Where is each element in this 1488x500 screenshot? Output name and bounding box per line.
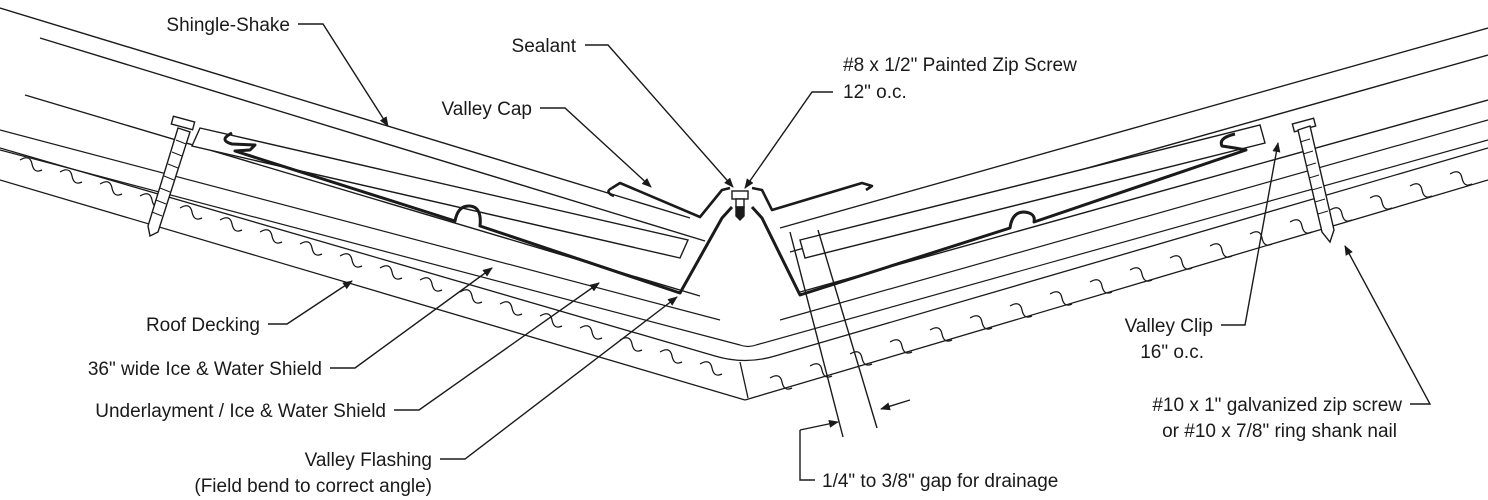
leader-ice-water-shield [330,267,493,369]
shingle-line-right-top [779,27,1488,229]
underlayment-right-1 [779,119,1488,321]
label-valley-flashing-line1: Valley Flashing [305,450,432,471]
leader-roof-decking [268,280,353,325]
leader-zip-screw [744,91,833,189]
zip-screw-washer [735,198,745,208]
gap-extension-right [817,229,878,429]
drainage-gap-dimension [789,229,911,481]
shingle-line-right-3 [799,99,1488,293]
leader-galv-screw [1344,245,1432,405]
label-valley-cap: Valley Cap [442,99,532,120]
label-ice-water-shield: 36" wide Ice & Water Shield [88,359,322,380]
center-zip-screw [731,190,749,221]
label-valley-flashing-line2: (Field bend to correct angle) [194,476,432,497]
shake-panel-left [191,127,689,259]
decking-seam [739,361,749,399]
valley-flashing-left [223,131,734,295]
valley-cap-left [611,181,731,219]
callout-labels: Shingle-Shake Sealant #8 x 1/2" Painted … [88,15,1402,497]
decking-top-left [0,147,1488,362]
label-galv-screw-line2: or #10 x 7/8" ring shank nail [1162,421,1397,442]
nail-left [147,115,196,238]
gap-leader [799,430,815,481]
label-gap-drainage: 1/4" to 3/8" gap for drainage [822,471,1058,492]
zip-screw-shank [735,206,745,221]
valley-flashing [223,131,1248,297]
underlayment-right-2 [755,139,1488,346]
shingle-shake-layers [0,7,1488,297]
decking-waves-right [769,171,1473,390]
valley-cap-right [751,181,874,212]
label-valley-clip-line1: Valley Clip [1125,316,1213,337]
valley-cap [607,181,874,219]
decking-waves-left [19,157,723,376]
label-zip-screw-line2: 12" o.c. [843,82,907,103]
valley-flashing-right [750,132,1248,297]
label-zip-screw-line1: #8 x 1/2" Painted Zip Screw [843,55,1077,76]
decking-bottom-left [0,179,746,401]
gap-arrow-left [799,419,839,431]
label-galv-screw-line1: #10 x 1" galvanized zip screw [1152,395,1402,416]
leader-sealant [585,44,734,188]
underlayment-left-2 [0,149,757,348]
underlayment-left-1 [0,129,721,321]
leader-valley-flashing [440,296,678,460]
gap-arrow-right [880,399,911,411]
leader-underlayment [394,282,600,411]
label-underlayment: Underlayment / Ice & Water Shield [95,401,386,422]
zip-screw-head [731,190,749,200]
gap-extension-left [789,231,844,438]
nail-right [1291,117,1335,244]
decking-bottom-right [744,179,1488,401]
leader-valley-clip [1221,142,1281,326]
leader-shingle-shake [298,23,389,127]
shingle-line-left-top [0,7,691,219]
leader-valley-cap [540,107,652,188]
valley-cap-left-hem [607,186,615,198]
label-valley-clip-line2: 16" o.c. [1140,342,1204,363]
leader-lines [268,23,1432,460]
roof-decking [0,147,1488,401]
shake-panel-right [799,124,1266,259]
shake-panels [191,124,1266,259]
label-roof-decking: Roof Decking [146,315,260,336]
underlayment-layers [0,119,1488,348]
label-shingle-shake: Shingle-Shake [166,15,290,36]
shingle-line-left-2 [39,37,706,242]
label-sealant: Sealant [512,36,577,57]
